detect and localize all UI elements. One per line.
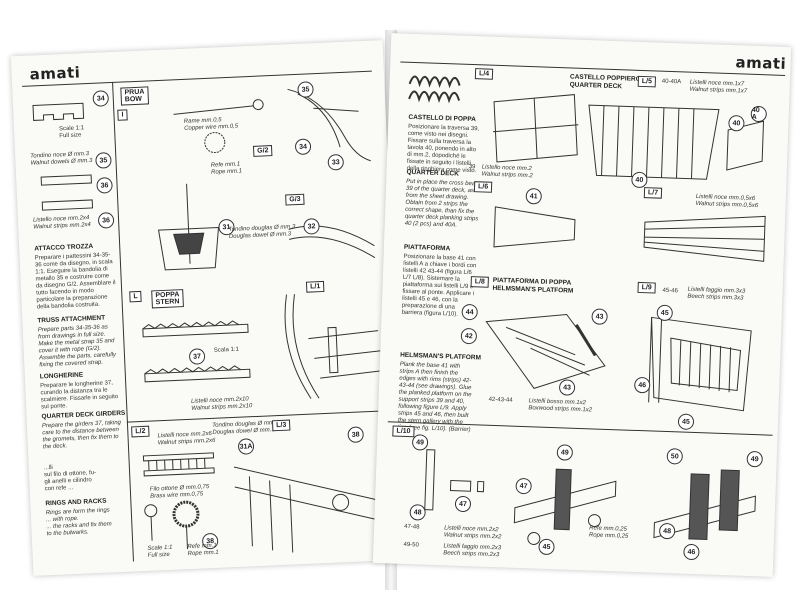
parts-47-48-label: 47-48 [404, 523, 420, 531]
beech-strips-2x3-label: Listelli faggio mm.2x3 Beech strips mm.2… [443, 543, 502, 559]
helmsman-platform-title: PIATTAFORMA DI POPPA HELMSMAN'S PLATFORM [492, 276, 574, 295]
brand-logo-right: amati [735, 53, 787, 73]
longherine-heading: LONGHERINE [39, 371, 84, 381]
walnut-strip-2x4-label: Listello noce mm.2x4 Walnut strips mm.2x… [32, 215, 91, 231]
walnut-strips-2x6-label: Listelli noce mm.2x6 Walnut strips mm.2x… [157, 430, 216, 447]
scala-1-1-label: Scala 1:1 [213, 346, 240, 354]
tag-L9: L/9 [637, 281, 656, 294]
platform-base-drawing [493, 206, 576, 248]
bow-head-drawing [287, 88, 371, 162]
copper-wire-label: Rame mm.0,5 Copper wire mm.0,5 [183, 117, 239, 132]
scale-full-size-label: Scale 1:1 Full size [58, 125, 85, 140]
rope-025-label: Refe mm.0,25 Rope mm.0,25 [588, 525, 629, 540]
tag-G3: G/3 [285, 193, 305, 206]
rail-assembly-drawing-2 [653, 469, 756, 541]
brass-wire-label: Filo ottone Ø mm.0,75 Brass wire mm.0,75 [149, 484, 210, 500]
walnut-strips-05-label: Listelli noce mm.0,5x6 Walnut strips mm.… [695, 193, 759, 210]
part-40-40a-label: 40-40A [661, 78, 682, 86]
quarter-deck-girders-text: Prepare the girders 37, taking care to t… [41, 419, 122, 451]
rings-racks-heading: RINGS AND RACKS [45, 497, 107, 508]
quarter-deck-heading: QUARTER DECK [406, 168, 459, 178]
part-39-label: 39 [468, 163, 476, 171]
left-page: amati 34 Scale 1:1 Full size 35 Tondino … [10, 40, 406, 576]
tag-poppa-stern: POPPA STERN [151, 289, 184, 309]
tag-L5: L/5 [637, 75, 657, 88]
tag-L10: L/10 [392, 425, 415, 438]
helmsman-platform-drawing [485, 313, 606, 389]
quarter-deck-planking-drawing [588, 104, 765, 180]
douglas-dowel-label-2: Tondino douglas Ø mm.3 Douglas dowel Ø m… [212, 420, 279, 436]
part-number-34: 34 [92, 90, 110, 107]
helmsmans-platform-heading: HELMSMAN'S PLATFORM [400, 351, 482, 362]
tag-G2: G/2 [252, 145, 273, 157]
beech-strips-3x3-label: Listelli faggio mm.3x3 Beech strips mm.3… [687, 286, 746, 302]
part-number-36: 36 [96, 177, 113, 194]
part-number-45b: 45 [677, 413, 695, 430]
tag-prua-bow: PRUA BOW [120, 86, 149, 106]
truss-attachment-text: Prepare parts 34-35-36 as from drawings … [37, 324, 117, 369]
part-number-35: 35 [95, 152, 112, 169]
tag-I: I [117, 109, 128, 121]
stanchion-drawing [424, 449, 485, 511]
rack-drawing [142, 452, 215, 477]
platform-stern-view-drawing [648, 316, 752, 412]
brand-logo: amati [29, 63, 81, 84]
douglas-dowel-label: Tondino douglas Ø mm.3 Douglas dowel Ø m… [228, 224, 296, 241]
tag-L3: L/3 [271, 419, 291, 432]
piattaforma-heading: PIATTAFORMA [403, 243, 451, 253]
platform-planked-drawing [643, 215, 766, 262]
walnut-strips-2x2-label: Listelli noce mm.2x2 Walnut strips mm.2x… [443, 525, 502, 541]
attacco-trozza-heading: ATTACCO TROZZA [34, 242, 94, 253]
part-number-36b: 36 [97, 212, 115, 229]
walnut-strips-2x10-label: Listelli noce mm.2x10 Walnut strips mm.2… [190, 396, 253, 412]
castello-di-poppa-heading: CASTELLO DI POPPA [408, 113, 476, 124]
tag-L7: L/7 [643, 187, 663, 199]
parts-49-50-label: 49-50 [403, 541, 419, 549]
walnut-strips-1x7-label: Listelli noce mm.1x7 Walnut strips mm.1x… [689, 79, 748, 95]
rings-italian-text: ...lli sul filo di ottone, fu- gli anell… [43, 464, 97, 493]
rings-racks-text: Rings are form the rings ... with rope. … [45, 507, 112, 538]
right-page: amati L/4 CASTELLO DI POPPA Posizionare … [372, 33, 792, 577]
truss-attachment-heading: TRUSS ATTACHMENT [37, 314, 106, 325]
castello-poppiero-heading: CASTELLO POPPIERO QUARTER DECK [569, 73, 641, 91]
quarter-deck-text: Put in place the cross beam 39 of the qu… [404, 178, 481, 229]
tag-L: L [129, 290, 142, 303]
part-number-33-bow: 33 [327, 153, 345, 171]
tag-L2: L/2 [131, 425, 150, 438]
parts-45-46-label: 45-46 [662, 287, 678, 295]
ring-drawing [144, 500, 200, 550]
parts-42-43-44-label: 42-43-44 [488, 396, 513, 404]
boxwood-strips-label: Listelli bosso mm.1x2 Boxwood strips mm.… [528, 398, 593, 414]
rope-1mm-label-2: Refe mm.1 Rope mm.1 [187, 542, 219, 558]
quarter-deck-perspective [492, 94, 579, 163]
railing-drawing [408, 75, 461, 104]
bow-assembly-drawing [157, 183, 376, 271]
stern-gallery-drawing [233, 466, 382, 553]
rail-assembly-drawing [513, 468, 617, 545]
tag-L6: L/6 [473, 181, 493, 193]
bow-rope-drawing [173, 99, 264, 154]
tag-L8: L/8 [470, 276, 490, 288]
scale-full-size-label-2: Scale 1:1 Full size [147, 544, 173, 559]
part-36-drawing [40, 174, 94, 211]
part-number-40a-right: 40 A [750, 105, 768, 123]
walnut-strips-2-label: Listello noce mm.2 Walnut strips mm.2 [481, 164, 533, 180]
stern-deck-drawing [284, 294, 385, 399]
part-34-drawing [32, 102, 85, 121]
longherine-text: Preparare le longherine 37, curando la d… [40, 380, 119, 411]
stern-girder-drawing [142, 320, 251, 383]
rope-1mm-label: Refe mm.1 Rope mm.1 [210, 161, 243, 176]
tag-L4: L/4 [474, 68, 494, 80]
attacco-trozza-text: Preparare i pattessini 34-35-36 come da … [34, 252, 116, 311]
